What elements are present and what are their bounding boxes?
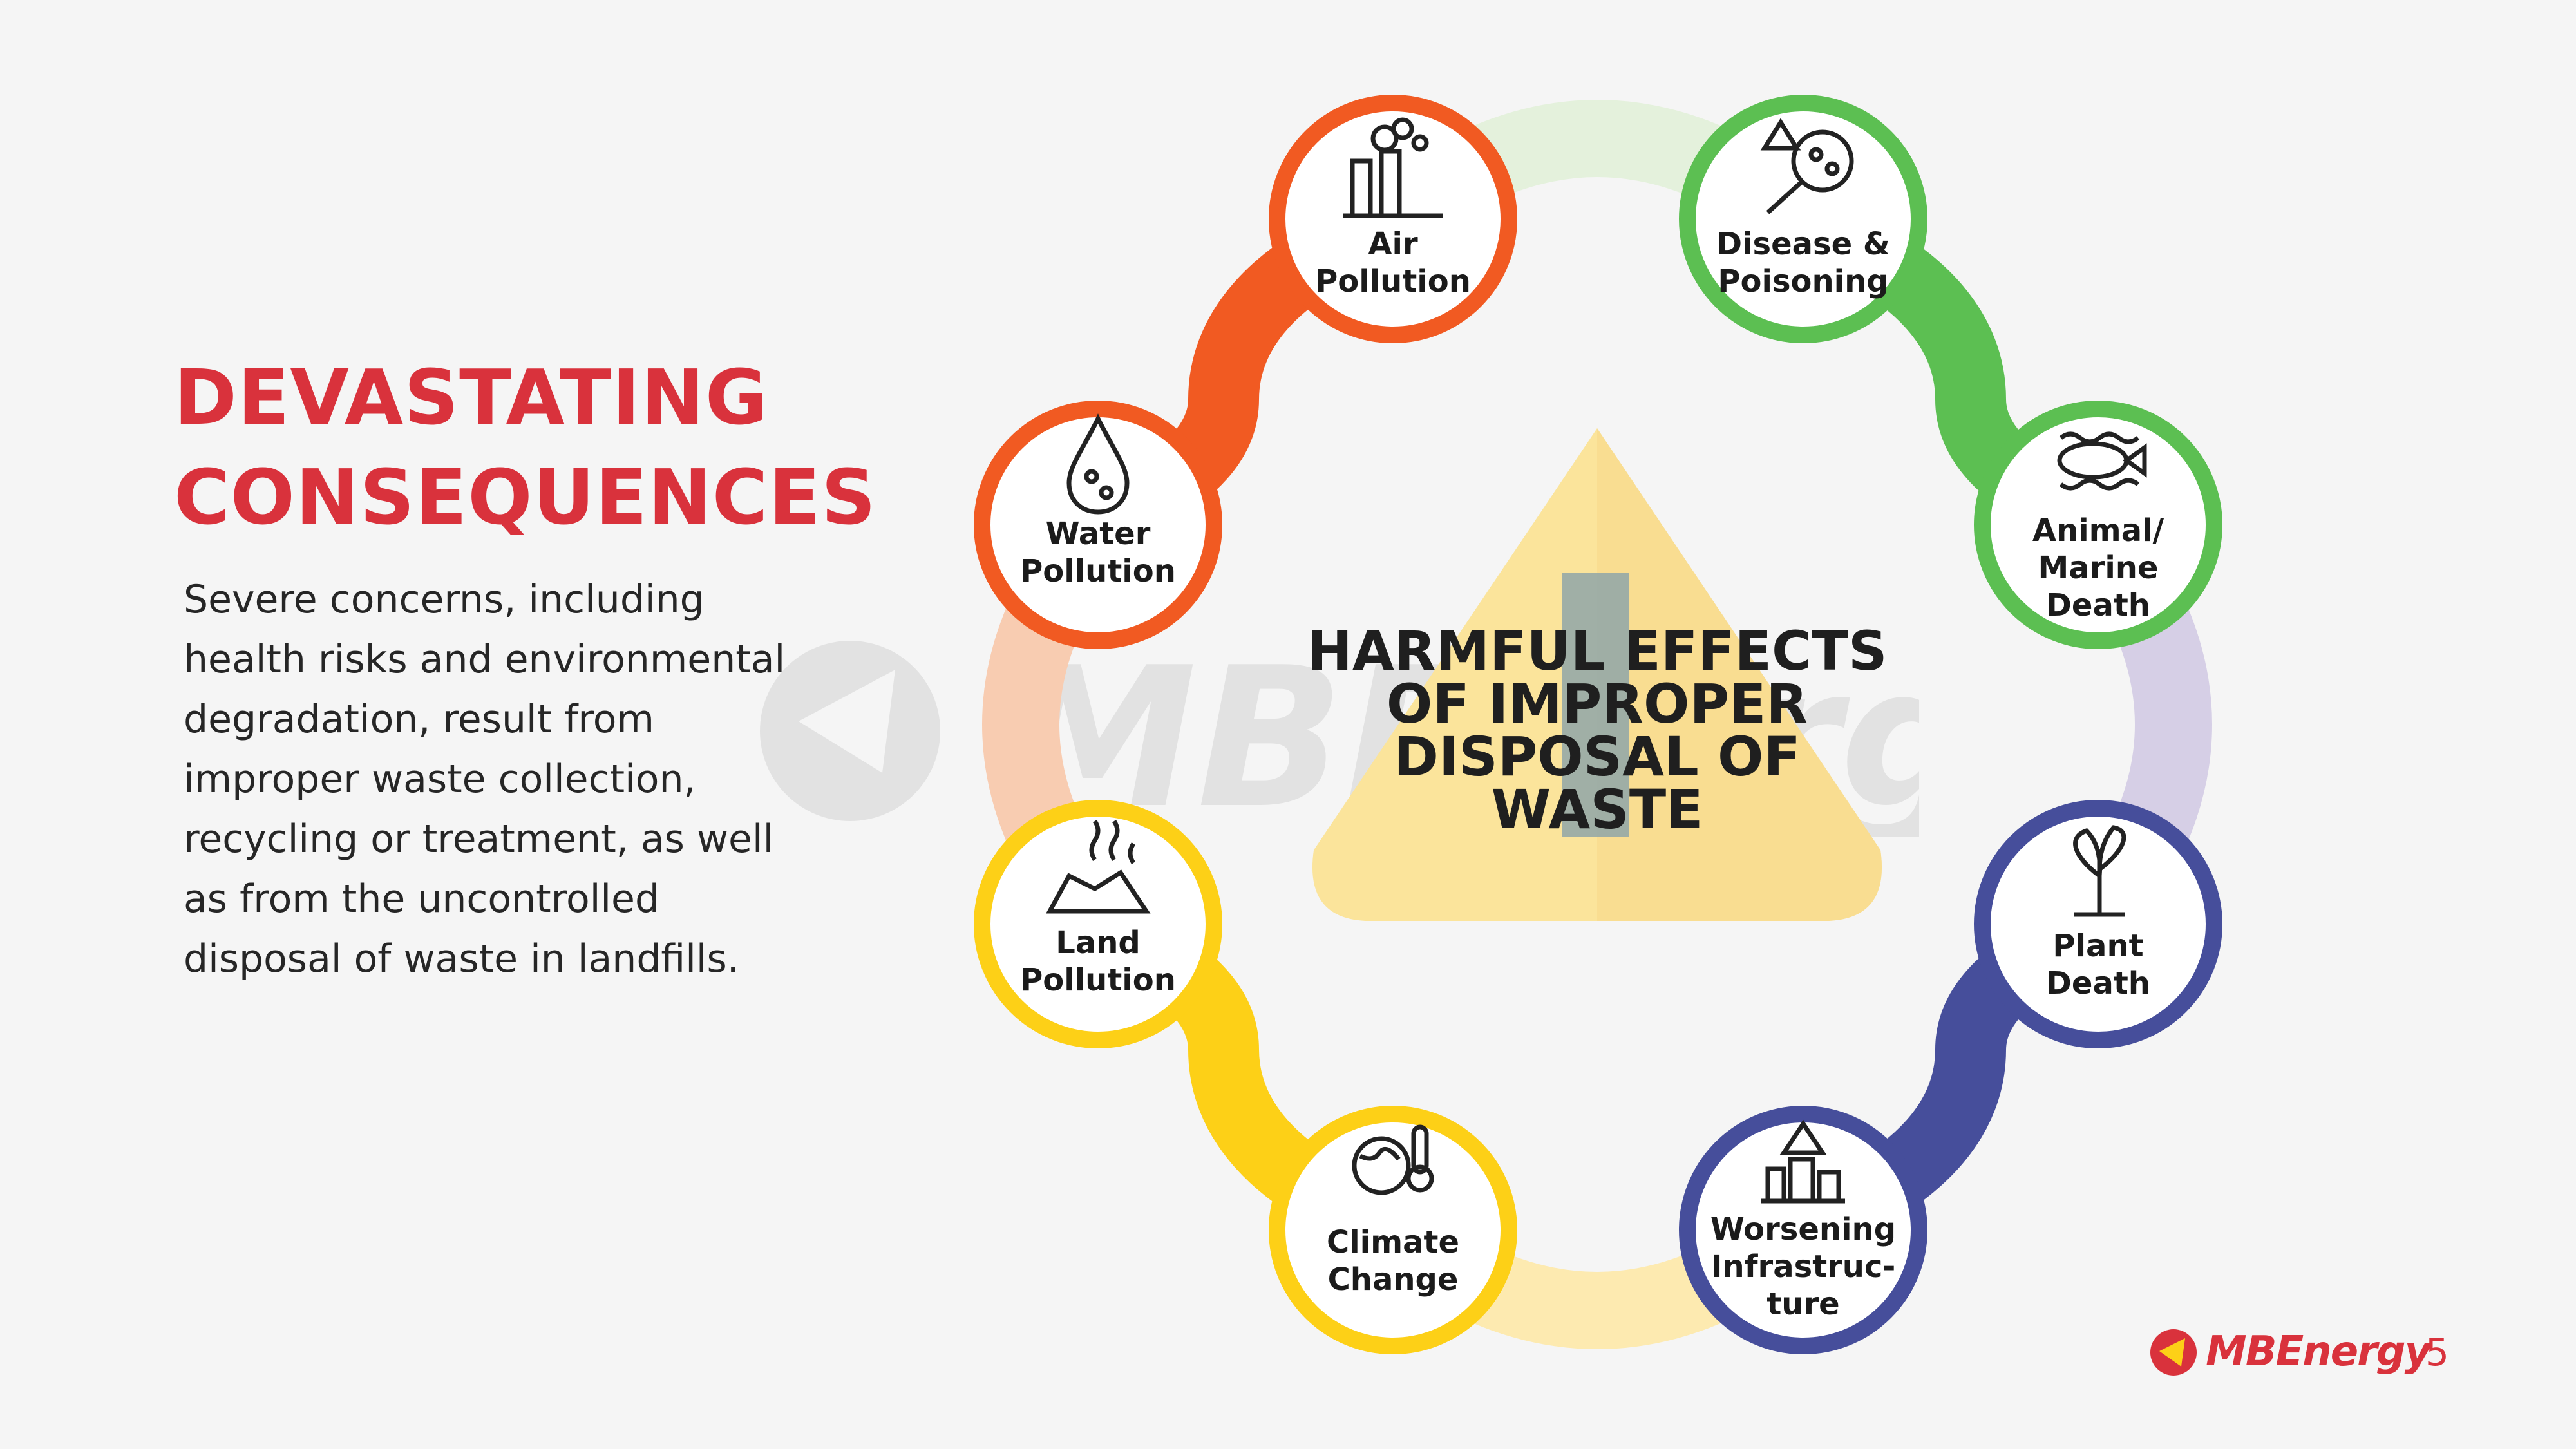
center-title-line4: WASTE (1491, 778, 1703, 841)
dead-fish-icon (2057, 431, 2147, 491)
node-infra-label-1: Worsening (1710, 1211, 1896, 1247)
node-water-label-1: Water (1046, 516, 1151, 552)
page-number: 5 (2425, 1331, 2449, 1374)
arc-top (1436, 100, 1758, 206)
node-infra-label-2: Infrastruc- (1711, 1249, 1896, 1285)
water-drop-germs-icon (1066, 413, 1130, 515)
node-plant-death: Plant Death (1974, 800, 2222, 1048)
page-title-line2: CONSEQUENCES (174, 453, 876, 542)
arc-left (982, 567, 1088, 882)
arc-right (2106, 567, 2212, 882)
node-climate-label-2: Change (1328, 1262, 1459, 1298)
node-air-pollution: Air Pollution (1269, 95, 1517, 343)
factory-smoke-icon (1343, 117, 1443, 218)
node-animal-label-1: Animal/ (2032, 513, 2164, 549)
page-title: DEVASTATING CONSEQUENCES (174, 348, 876, 547)
center-title-line2: OF IMPROPER (1387, 672, 1808, 735)
node-animal-label-3: Death (2046, 587, 2150, 623)
center-title-line3: DISPOSAL OF (1394, 725, 1801, 788)
brand-name: MBEnergy (2206, 1328, 2431, 1376)
connector-arcs (982, 100, 2212, 1349)
node-disease-label-1: Disease & (1716, 226, 1890, 262)
wilted-plant-icon (2073, 825, 2126, 917)
brand-logo-icon (2150, 1329, 2197, 1376)
node-water-label-2: Pollution (1020, 553, 1176, 589)
node-infra-label-3: ture (1766, 1286, 1839, 1322)
node-climate-label-1: Climate (1327, 1224, 1459, 1260)
description-text: Severe concerns, including health risks … (184, 577, 786, 981)
node-air-label-2: Pollution (1315, 263, 1471, 299)
node-worsening-infrastructure: Worsening Infrastruc- ture (1679, 1106, 1927, 1354)
node-disease-label-2: Poisoning (1718, 263, 1888, 299)
garbage-pile-icon (1046, 820, 1151, 914)
node-land-label-1: Land (1056, 925, 1141, 961)
city-warning-icon (1761, 1119, 1845, 1204)
node-air-label-1: Air (1368, 226, 1418, 262)
page-title-line1: DEVASTATING (174, 353, 768, 442)
earth-thermometer-icon (1352, 1124, 1434, 1195)
arc-bottom (1436, 1243, 1758, 1349)
node-climate-change: Climate Change (1269, 1106, 1517, 1354)
node-plant-label-2: Death (2046, 965, 2150, 1001)
node-animal-label-2: Marine (2038, 550, 2158, 586)
node-water-pollution: Water Pollution (974, 401, 1222, 649)
magnifier-bacteria-icon (1760, 118, 1854, 214)
node-plant-label-1: Plant (2052, 928, 2143, 964)
center-title-line1: HARMFUL EFFECTS (1307, 620, 1888, 683)
node-land-label-2: Pollution (1020, 962, 1176, 998)
node-animal-marine-death: Animal/ Marine Death (1974, 401, 2222, 649)
warning-triangle-icon (1312, 428, 1882, 921)
node-land-pollution: Land Pollution (974, 800, 1222, 1048)
center-title: HARMFUL EFFECTS OF IMPROPER DISPOSAL OF … (1307, 620, 1888, 841)
node-disease-poisoning: Disease & Poisoning (1679, 95, 1927, 343)
